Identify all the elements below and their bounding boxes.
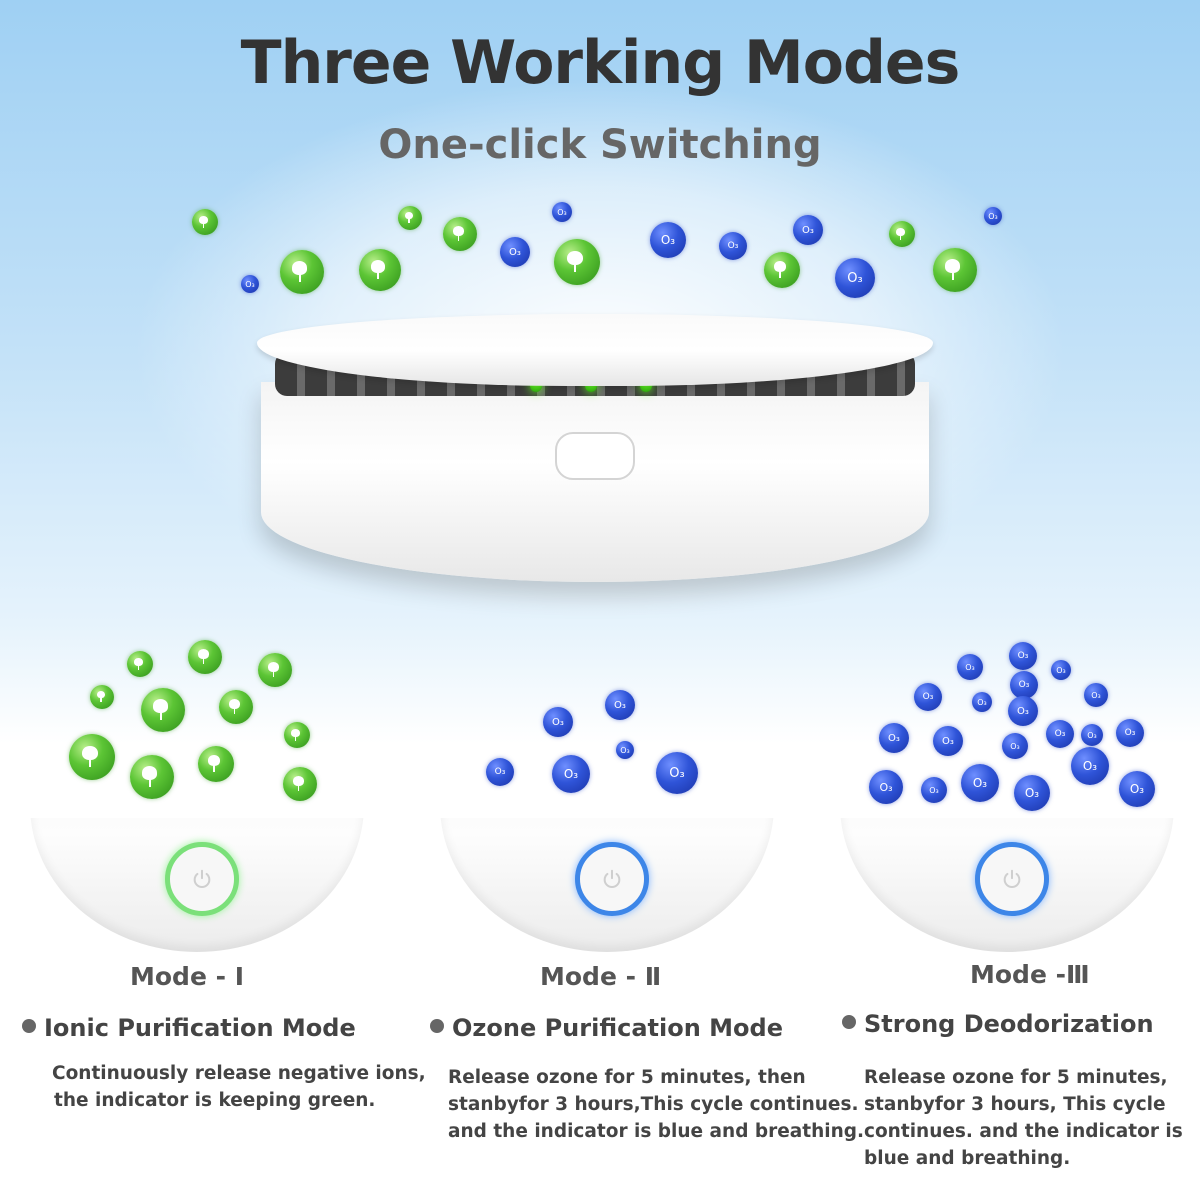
ozone-bubble-icon: O₃ <box>957 654 983 680</box>
mode-2-label: Mode - Ⅱ <box>540 962 662 991</box>
ozone-bubble-icon: O₃ <box>984 207 1002 225</box>
mode-1-description: Continuously release negative ions, the … <box>52 1063 426 1111</box>
power-icon <box>1003 869 1021 888</box>
mode-3-power-button[interactable] <box>975 842 1049 916</box>
ozone-bubble-icon: O₃ <box>552 755 590 793</box>
ozone-bubble-icon: O₃ <box>605 690 635 720</box>
negative-ion-bubble-icon <box>188 640 222 674</box>
ozone-bubble-icon: O₃ <box>921 777 947 803</box>
device-lid <box>257 314 933 386</box>
ozone-bubble-icon: O₃ <box>500 237 530 267</box>
negative-ion-bubble-icon <box>130 755 174 799</box>
bullet-dot <box>430 1019 444 1033</box>
negative-ion-bubble-icon <box>398 206 422 230</box>
negative-ion-bubble-icon <box>280 250 324 294</box>
negative-ion-bubble-icon <box>258 653 292 687</box>
mode-2-name: Ozone Purification Mode <box>430 1014 783 1042</box>
ozone-bubble-icon: O₃ <box>1009 642 1037 670</box>
negative-ion-bubble-icon <box>443 217 477 251</box>
negative-ion-bubble-icon <box>127 651 153 677</box>
mode-3-label: Mode -Ⅲ <box>970 960 1090 989</box>
ozone-bubble-icon: O₃ <box>961 764 999 802</box>
ozone-bubble-icon: O₃ <box>1116 719 1144 747</box>
ozone-bubble-icon: O₃ <box>1046 720 1074 748</box>
negative-ion-bubble-icon <box>69 734 115 780</box>
mode-3-description: Release ozone for 5 minutes, stanbyfor 3… <box>864 1067 1183 1169</box>
ozone-bubble-icon: O₃ <box>1071 747 1109 785</box>
ozone-bubble-icon: O₃ <box>933 726 963 756</box>
negative-ion-bubble-icon <box>284 722 310 748</box>
ozone-bubble-icon: O₃ <box>793 215 823 245</box>
air-purifier-device <box>255 296 935 596</box>
ozone-bubble-icon: O₃ <box>650 222 686 258</box>
device-base <box>261 382 929 582</box>
ozone-bubble-icon: O₃ <box>719 232 747 260</box>
negative-ion-bubble-icon <box>198 746 234 782</box>
ozone-bubble-icon: O₃ <box>1008 696 1038 726</box>
ozone-bubble-icon: O₃ <box>1084 683 1108 707</box>
ozone-bubble-icon: O₃ <box>486 758 514 786</box>
mode-1-label: Mode - Ⅰ <box>130 962 244 991</box>
negative-ion-bubble-icon <box>283 767 317 801</box>
page-title: Three Working Modes <box>240 28 961 98</box>
negative-ion-bubble-icon <box>359 249 401 291</box>
mode-2-description: Release ozone for 5 minutes, then stanby… <box>448 1067 865 1142</box>
ozone-bubble-icon: O₃ <box>1014 775 1050 811</box>
mode-1-name: Ionic Purification Mode <box>22 1014 356 1042</box>
negative-ion-bubble-icon <box>889 221 915 247</box>
ozone-bubble-icon: O₃ <box>616 741 634 759</box>
ozone-bubble-icon: O₃ <box>543 707 573 737</box>
negative-ion-bubble-icon <box>219 690 253 724</box>
ozone-bubble-icon: O₃ <box>1051 660 1071 680</box>
negative-ion-bubble-icon <box>90 685 114 709</box>
ozone-bubble-icon: O₃ <box>552 202 572 222</box>
page-subtitle: One-click Switching <box>378 122 822 168</box>
negative-ion-bubble-icon <box>141 688 185 732</box>
bullet-dot <box>842 1015 856 1029</box>
mode-2-power-button[interactable] <box>575 842 649 916</box>
ozone-bubble-icon: O₃ <box>1119 771 1155 807</box>
mode-3-name: Strong Deodorization <box>842 1010 1154 1038</box>
ozone-bubble-icon: O₃ <box>835 258 875 298</box>
device-mode-button[interactable] <box>555 432 635 480</box>
ozone-bubble-icon: O₃ <box>1081 724 1103 746</box>
ozone-bubble-icon: O₃ <box>241 275 259 293</box>
negative-ion-bubble-icon <box>554 239 600 285</box>
power-icon <box>193 869 211 888</box>
ozone-bubble-icon: O₃ <box>879 723 909 753</box>
mode-3-panel <box>840 818 1174 952</box>
negative-ion-bubble-icon <box>933 248 977 292</box>
ozone-bubble-icon: O₃ <box>914 683 942 711</box>
mode-1-power-button[interactable] <box>165 842 239 916</box>
ozone-bubble-icon: O₃ <box>869 770 903 804</box>
bullet-dot <box>22 1019 36 1033</box>
negative-ion-bubble-icon <box>764 252 800 288</box>
power-icon <box>603 869 621 888</box>
ozone-bubble-icon: O₃ <box>972 692 992 712</box>
ozone-bubble-icon: O₃ <box>1002 733 1028 759</box>
ozone-bubble-icon: O₃ <box>1010 671 1038 699</box>
mode-2-panel <box>440 818 774 952</box>
negative-ion-bubble-icon <box>192 209 218 235</box>
mode-1-panel <box>30 818 364 952</box>
ozone-bubble-icon: O₃ <box>656 752 698 794</box>
